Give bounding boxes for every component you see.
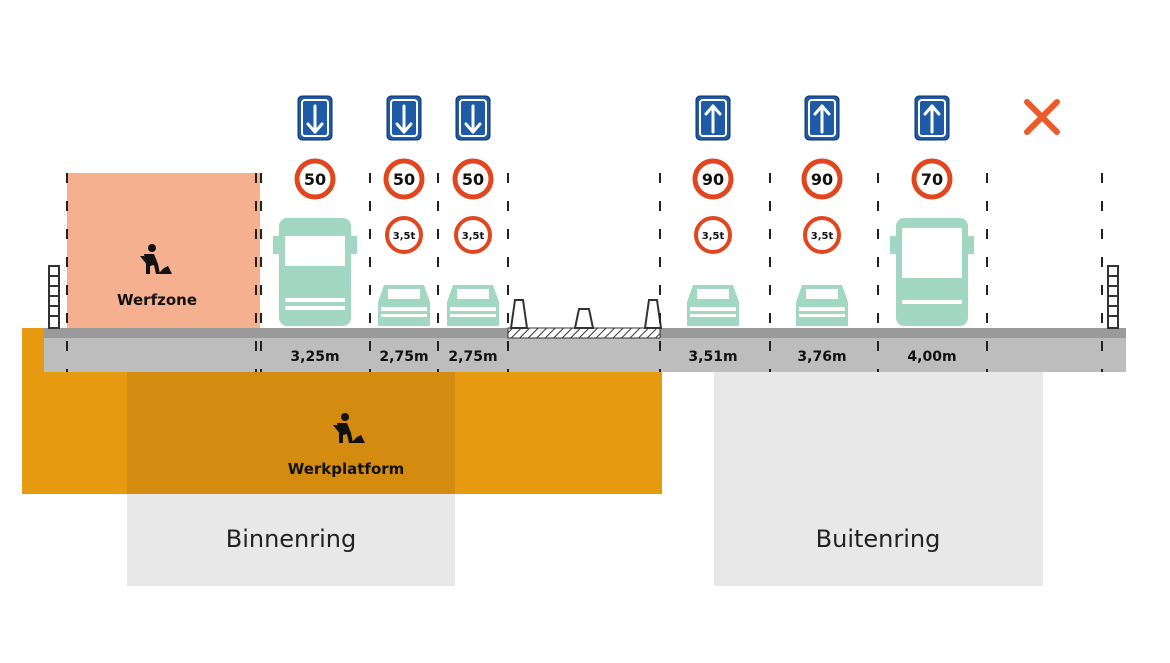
barrier-center (573, 308, 595, 329)
barrier-right (643, 299, 663, 329)
lane-width-label: 3,51m (688, 349, 737, 365)
weight-limit-value: 3,5t (811, 231, 834, 242)
weight-limit-sign: 3,5t (454, 216, 492, 254)
inner-ring-label: Binnenring (226, 525, 357, 553)
weight-limit-value: 3,5t (462, 231, 485, 242)
road-surface-right (660, 328, 1126, 338)
outer-ring-support (714, 370, 1043, 586)
up-arrow-icon (804, 95, 840, 141)
speed-limit-sign: 50 (294, 158, 336, 200)
worksite-label: Werfzone (117, 291, 197, 309)
speed-limit-sign: 50 (383, 158, 425, 200)
down-arrow-icon (386, 95, 422, 141)
speed-limit-value: 50 (304, 170, 326, 189)
car-icon (687, 285, 739, 326)
barrier-left (509, 299, 529, 329)
down-arrow-icon (455, 95, 491, 141)
railing-right (1107, 265, 1119, 329)
weight-limit-sign: 3,5t (694, 216, 732, 254)
weight-limit-sign: 3,5t (803, 216, 841, 254)
closed-lane-cross-icon (1024, 99, 1060, 135)
speed-limit-value: 50 (393, 170, 415, 189)
lane-dividers (66, 173, 1103, 372)
lane-width-label: 4,00m (907, 349, 956, 365)
lane-width-label: 3,76m (797, 349, 846, 365)
weight-limit-value: 3,5t (702, 231, 725, 242)
worksite-zone (67, 173, 260, 328)
speed-limit-sign: 90 (692, 158, 734, 200)
lane-outer-3: 70 4,00m (890, 95, 974, 365)
lane-width-label: 2,75m (379, 349, 428, 365)
bus-icon (890, 218, 974, 326)
lane-inner-3: 50 3,5t 2,75m (447, 95, 499, 365)
lane-inner-2: 50 3,5t 2,75m (378, 95, 430, 365)
car-icon (378, 285, 430, 326)
car-icon (447, 285, 499, 326)
lane-width-label: 2,75m (448, 349, 497, 365)
outer-ring-label: Buitenring (816, 525, 941, 553)
lane-outer-2: 90 3,5t 3,76m (796, 95, 848, 365)
speed-limit-sign: 70 (911, 158, 953, 200)
median-hatch-area (507, 327, 661, 339)
speed-limit-sign: 50 (452, 158, 494, 200)
worker-icon-worksite (140, 244, 172, 274)
truck-icon (273, 218, 357, 326)
road-surface-left (44, 328, 508, 338)
speed-limit-sign: 90 (801, 158, 843, 200)
weight-limit-sign: 3,5t (385, 216, 423, 254)
railing-left (48, 265, 60, 329)
lane-outer-1: 90 3,5t 3,51m (687, 95, 739, 365)
worker-icon-platform (333, 413, 365, 443)
speed-limit-value: 90 (811, 170, 833, 189)
down-arrow-icon (297, 95, 333, 141)
weight-limit-value: 3,5t (393, 231, 416, 242)
work-platform-overlap (127, 370, 455, 494)
speed-limit-value: 50 (462, 170, 484, 189)
car-icon (796, 285, 848, 326)
lane-width-label: 3,25m (290, 349, 339, 365)
speed-limit-value: 70 (921, 170, 943, 189)
up-arrow-icon (695, 95, 731, 141)
speed-limit-value: 90 (702, 170, 724, 189)
platform-label: Werkplatform (288, 460, 405, 478)
up-arrow-icon (914, 95, 950, 141)
lane-layer: 50 3,25m 50 3,5t 2,75m 50 3,5t 2,75m 90 3,5t 3,51m… (273, 95, 974, 365)
lane-inner-1: 50 3,25m (273, 95, 357, 365)
